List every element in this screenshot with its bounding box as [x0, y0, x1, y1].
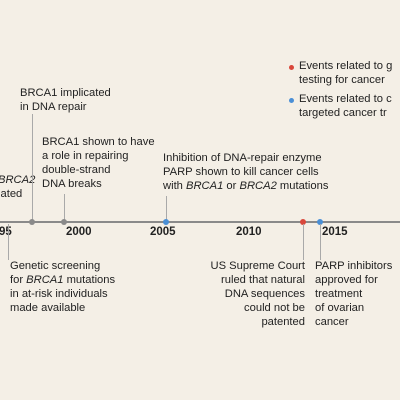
year-2015: 2015 — [322, 226, 348, 238]
year-2005: 2005 — [150, 226, 176, 238]
stem-supreme-court — [303, 224, 304, 260]
legend-red-dot — [289, 65, 294, 70]
screening-line2: for BRCA1 mutations — [10, 274, 116, 286]
event-brca2: BRCA2 lated — [0, 174, 36, 200]
parp-mutations-line: with BRCA1 or BRCA2 mutations — [163, 180, 329, 192]
event-genetic-screening: Genetic screening for BRCA1 mutations in… — [10, 260, 116, 314]
event-parp-inhibition: Inhibition of DNA-repair enzyme PARP sho… — [163, 152, 329, 192]
legend-item-genetic: Events related to g testing for cancer — [299, 60, 393, 86]
event-brca1-dna-repair: BRCA1 implicated in DNA repair — [20, 87, 111, 113]
stem-genetic-screening — [8, 224, 9, 260]
stem-brca1-repair — [32, 114, 33, 220]
stem-parp-approved — [320, 224, 321, 260]
legend-item-targeted: Events related to c targeted cancer tr — [299, 93, 392, 119]
marker-brca1-repair — [29, 219, 35, 225]
event-brca1-double-strand: BRCA1 shown to have a role in repairing … — [42, 136, 155, 190]
marker-supreme-court — [300, 219, 306, 225]
stem-double-strand — [64, 194, 65, 220]
event-supreme-court: US Supreme Court ruled that natural DNA … — [210, 260, 305, 328]
year-2010: 2010 — [236, 226, 262, 238]
marker-double-strand — [61, 219, 67, 225]
stem-parp-inhibition — [166, 196, 167, 220]
year-2000: 2000 — [66, 226, 92, 238]
marker-parp-approved — [317, 219, 323, 225]
event-parp-approved: PARP inhibitors approved for treatment o… — [315, 260, 393, 328]
marker-parp-inhibition — [163, 219, 169, 225]
year-1995: 95 — [0, 226, 12, 238]
timeline-axis — [0, 221, 400, 223]
legend-blue-dot — [289, 98, 294, 103]
